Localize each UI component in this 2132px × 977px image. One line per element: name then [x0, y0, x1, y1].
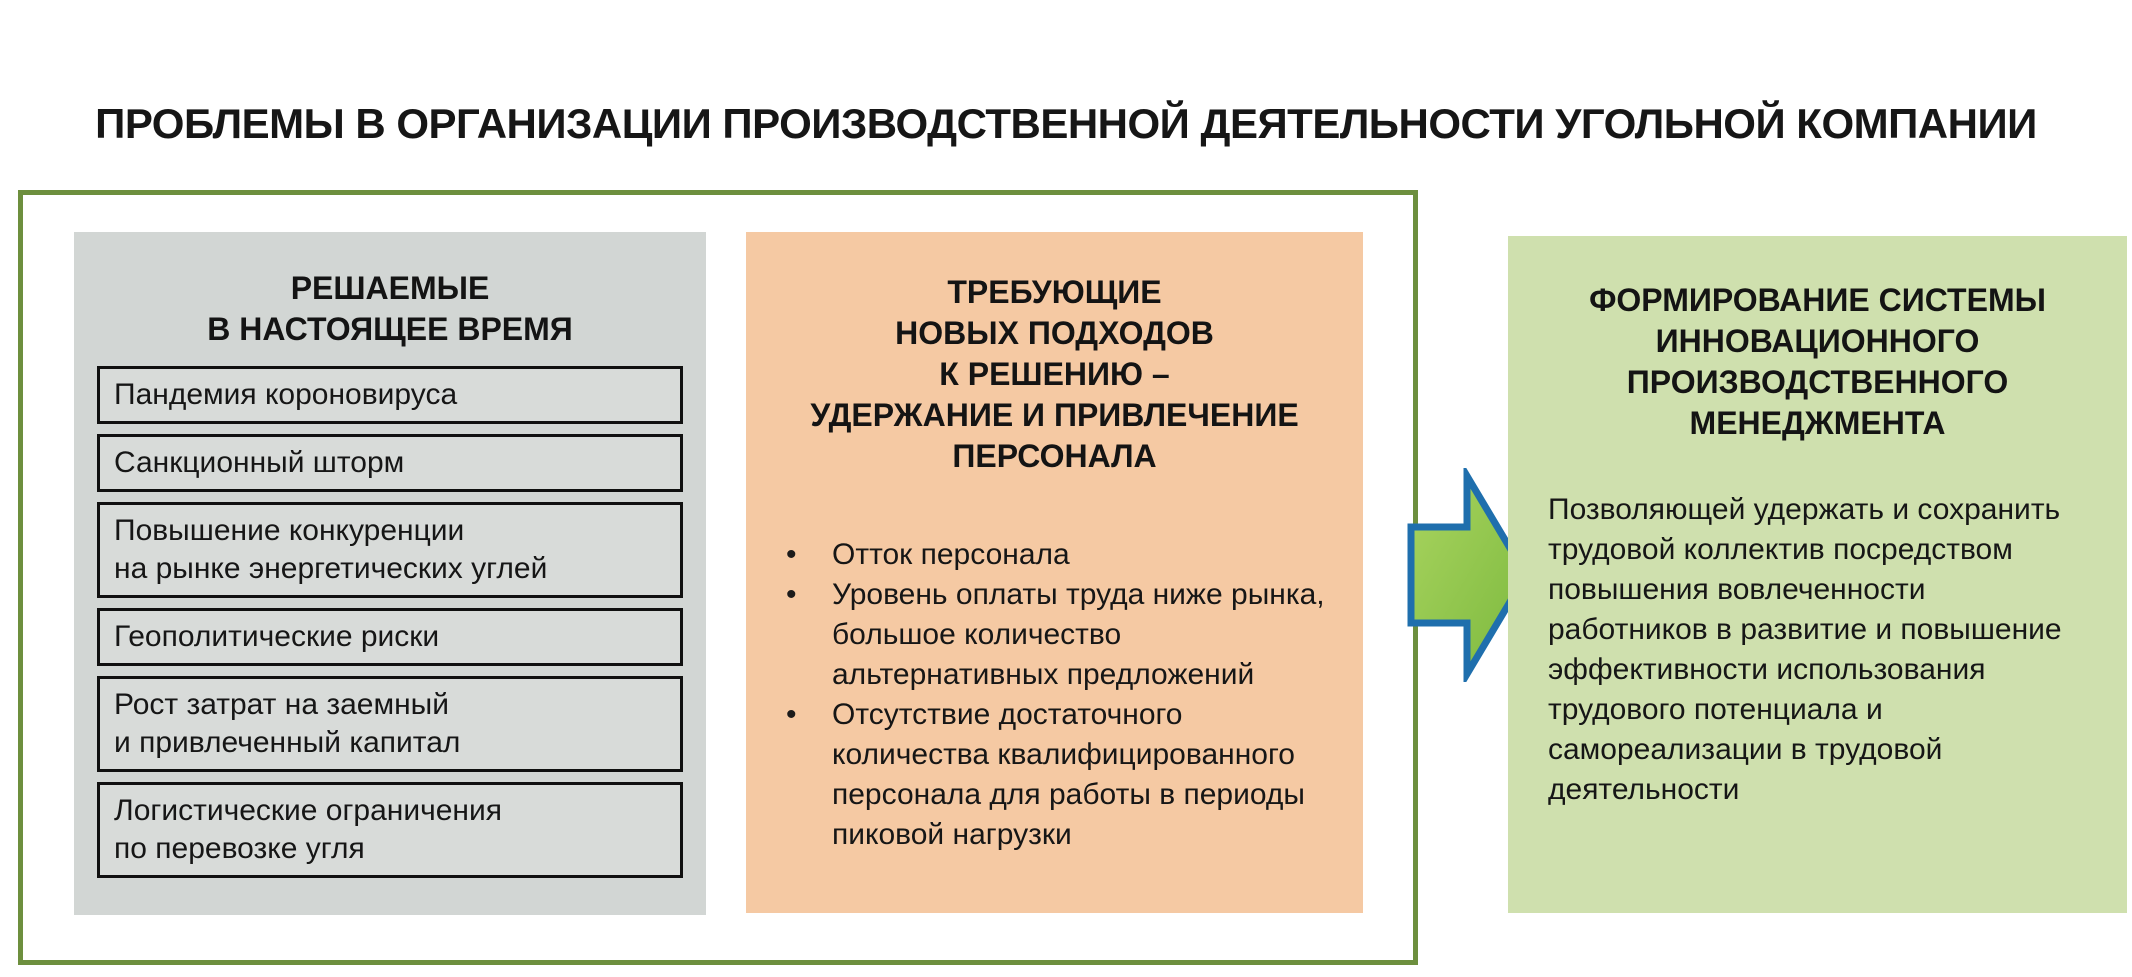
bullet-item: • Уровень оплаты труда ниже рынка, больш… — [770, 575, 1339, 695]
bullet-item-text: Отток персонала — [832, 538, 1070, 571]
page-title: ПРОБЛЕМЫ В ОРГАНИЗАЦИИ ПРОИЗВОДСТВЕННОЙ … — [95, 100, 2037, 147]
list-item: Санкционный шторм — [97, 434, 683, 492]
panel-result-body-text: Позволяющей удержать и сохранить трудово… — [1548, 493, 2062, 806]
panel-needs-header: ТРЕБУЮЩИЕ НОВЫХ ПОДХОДОВ К РЕШЕНИЮ – УДЕ… — [810, 274, 1299, 474]
panel-result-system: ФОРМИРОВАНИЕ СИСТЕМЫ ИННОВАЦИОННОГО ПРОИ… — [1508, 236, 2127, 913]
list-item: Геополитические риски — [97, 608, 683, 666]
list-item: Пандемия короновируса — [97, 366, 683, 424]
bullet-icon: • — [786, 698, 797, 731]
bullet-icon: • — [786, 578, 797, 611]
panel-solved-header: РЕШАЕМЫЕ В НАСТОЯЩЕЕ ВРЕМЯ — [207, 270, 573, 347]
right-arrow-icon — [1406, 463, 1532, 687]
solved-items-list: Пандемия короновируса Санкционный шторм … — [97, 366, 683, 878]
list-item: Повышение конкуренции на рынке энергетич… — [97, 502, 683, 598]
bullet-item: • Отсутствие достаточного количества ква… — [770, 695, 1339, 855]
panel-needs-new-approaches: ТРЕБУЮЩИЕ НОВЫХ ПОДХОДОВ К РЕШЕНИЮ – УДЕ… — [746, 232, 1363, 913]
bullet-item-text: Отсутствие достаточного количества квали… — [832, 698, 1305, 851]
needs-bullet-list: • Отток персонала • Уровень оплаты труда… — [770, 535, 1339, 855]
list-item: Рост затрат на заемный и привлеченный ка… — [97, 676, 683, 772]
panel-result-header: ФОРМИРОВАНИЕ СИСТЕМЫ ИННОВАЦИОННОГО ПРОИ… — [1589, 282, 2046, 441]
bullet-icon: • — [786, 538, 797, 571]
bullet-item-text: Уровень оплаты труда ниже рынка, большое… — [832, 578, 1325, 691]
panel-solved-currently: РЕШАЕМЫЕ В НАСТОЯЩЕЕ ВРЕМЯ Пандемия коро… — [74, 232, 706, 915]
bullet-item: • Отток персонала — [770, 535, 1339, 575]
list-item: Логистические ограничения по перевозке у… — [97, 782, 683, 878]
